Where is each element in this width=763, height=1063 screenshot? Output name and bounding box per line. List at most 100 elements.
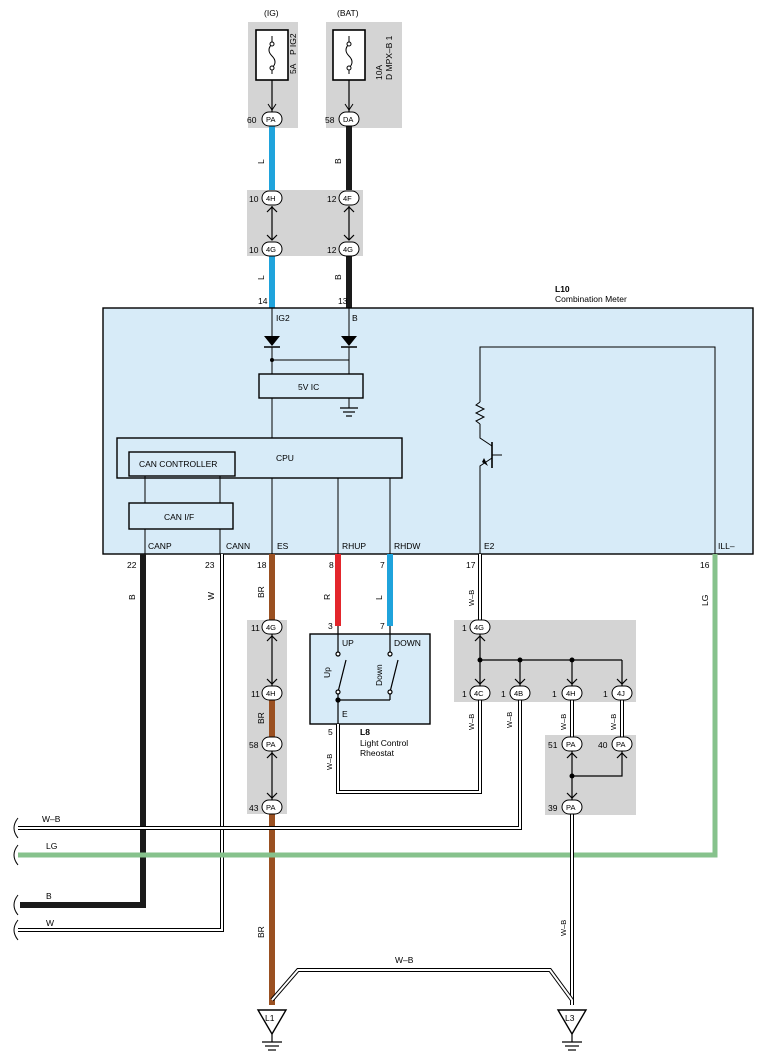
svg-text:43: 43 <box>249 803 259 813</box>
connector-4j: 4J 1 <box>603 685 633 701</box>
meter-term-ig2: IG2 <box>276 313 290 323</box>
connector-pa-40: PA 40 <box>598 736 633 752</box>
svg-text:4F: 4F <box>343 194 352 203</box>
wire-label-lg-ill: LG <box>700 595 710 606</box>
resistor-icon <box>474 401 486 425</box>
ground-label-l1: L1 <box>265 1013 275 1023</box>
pin-ill: 16 <box>700 560 710 570</box>
pin-canp: 22 <box>127 560 137 570</box>
meter-pin-b: 13 <box>338 296 348 306</box>
svg-text:60: 60 <box>247 115 257 125</box>
svg-text:58: 58 <box>249 740 259 750</box>
connector-pa-60: PA 60 <box>247 111 283 127</box>
connector-pa-43: PA 43 <box>249 799 283 815</box>
svg-text:4G: 4G <box>266 245 276 254</box>
junction-panel-es <box>247 620 287 814</box>
wire-label-wb-4j: W–B <box>609 714 618 730</box>
wire-label-l-top: L <box>256 159 266 164</box>
fuse-source-bat: (BAT) <box>337 8 359 18</box>
cpu-box <box>116 437 403 479</box>
wire-label-wb-4b: W–B <box>505 712 514 728</box>
pin-rhup: 8 <box>329 560 334 570</box>
svg-text:4J: 4J <box>617 689 625 698</box>
ground-l1 <box>256 1009 288 1051</box>
ic-5v-label: 5V IC <box>298 382 319 392</box>
wire-label-b-top: B <box>333 158 343 164</box>
svg-text:58: 58 <box>325 115 335 125</box>
wire-label-w-left: W <box>46 918 54 928</box>
svg-text:1: 1 <box>501 689 506 699</box>
rheostat-up-switch: Up <box>322 667 332 678</box>
wire-label-b-mid: B <box>333 274 343 280</box>
svg-text:4C: 4C <box>474 689 484 698</box>
wire-label-b-canp: B <box>127 594 137 600</box>
svg-text:DA: DA <box>343 115 353 124</box>
connector-pa-39: PA 39 <box>548 799 583 815</box>
svg-text:12: 12 <box>327 194 337 204</box>
svg-text:4H: 4H <box>566 689 576 698</box>
wire-label-b-left: B <box>46 891 52 901</box>
rheostat-up-label: UP <box>342 638 354 648</box>
term-canp: CANP <box>148 541 172 551</box>
wire-label-l-rhdw: L <box>374 595 384 600</box>
wire-label-br-es: BR <box>256 586 266 598</box>
fuse-rating-ig: 5A <box>288 63 298 74</box>
pin-cann: 23 <box>205 560 215 570</box>
connector-pa-58: PA 58 <box>249 736 283 752</box>
rheostat-box <box>309 633 431 725</box>
wire-label-wb-left: W–B <box>42 814 61 824</box>
ic-5v-box <box>258 373 364 399</box>
connector-4b: 4B 1 <box>501 685 531 701</box>
rheostat-switch-icons <box>335 634 399 724</box>
meter-name: Combination Meter <box>555 294 627 304</box>
svg-text:10: 10 <box>249 194 259 204</box>
svg-text:39: 39 <box>548 803 558 813</box>
svg-text:40: 40 <box>598 740 608 750</box>
svg-text:PA: PA <box>566 803 575 812</box>
connector-4f: 4F 12 <box>327 190 360 206</box>
wire-label-wb-4c: W–B <box>467 714 476 730</box>
connector-4h-top: 4H 10 <box>249 190 283 206</box>
wire-label-wb-bottom: W–B <box>395 955 414 965</box>
ground-label-l3: L3 <box>565 1013 575 1023</box>
svg-text:51: 51 <box>548 740 558 750</box>
wire-label-r-rhup: R <box>322 594 332 600</box>
connector-4g-top2: 4G 12 <box>327 241 360 257</box>
svg-text:12: 12 <box>327 245 337 255</box>
svg-text:PA: PA <box>566 740 575 749</box>
meter-term-b: B <box>352 313 358 323</box>
meter-pin-ig2: 14 <box>258 296 268 306</box>
connector-4h-right: 4H 1 <box>552 685 583 701</box>
term-e2: E2 <box>484 541 495 551</box>
svg-text:4B: 4B <box>514 689 523 698</box>
term-ill: ILL– <box>718 541 735 551</box>
pin-e2: 17 <box>466 560 476 570</box>
ground-icon-ic <box>340 407 358 417</box>
rheostat-e-label: E <box>342 709 348 719</box>
wire-break-icons <box>13 817 19 941</box>
svg-text:PA: PA <box>616 740 625 749</box>
meter-code: L10 <box>555 284 570 294</box>
term-rhdw: RHDW <box>394 541 420 551</box>
term-es: ES <box>277 541 289 551</box>
fuse-name-ig: P IG2 <box>288 33 298 55</box>
rheostat-name-2: Rheostat <box>360 748 395 758</box>
svg-text:11: 11 <box>251 623 260 633</box>
rheostat-pin-up: 3 <box>328 621 333 631</box>
rheostat-down-label: DOWN <box>394 638 421 648</box>
svg-text:10: 10 <box>249 245 259 255</box>
svg-text:4G: 4G <box>343 245 353 254</box>
rheostat-down-switch: Down <box>374 664 384 686</box>
rheostat-code: L8 <box>360 727 370 737</box>
connector-4g-mid: 4G 11 <box>251 619 283 635</box>
wire-label-wb-4h: W–B <box>559 714 568 730</box>
pin-rhdw: 7 <box>380 560 385 570</box>
connector-4g-e2: 4G 1 <box>462 619 491 635</box>
connector-da-58: DA 58 <box>325 111 360 127</box>
svg-text:PA: PA <box>266 115 275 124</box>
diode-icon-ig2 <box>264 336 280 346</box>
can-if-label: CAN I/F <box>164 512 194 522</box>
svg-text:PA: PA <box>266 740 275 749</box>
svg-text:PA: PA <box>266 803 275 812</box>
